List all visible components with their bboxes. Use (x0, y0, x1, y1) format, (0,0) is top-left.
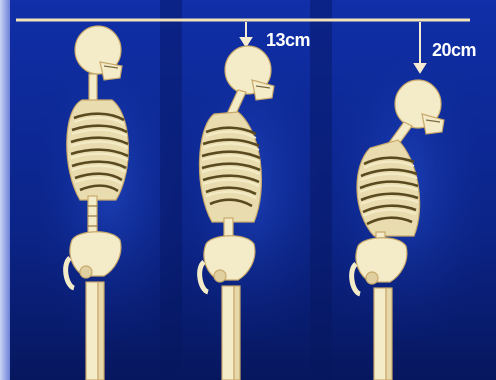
height-loss-label-20cm: 20cm (432, 40, 476, 61)
height-loss-label-13cm: 13cm (266, 30, 310, 51)
